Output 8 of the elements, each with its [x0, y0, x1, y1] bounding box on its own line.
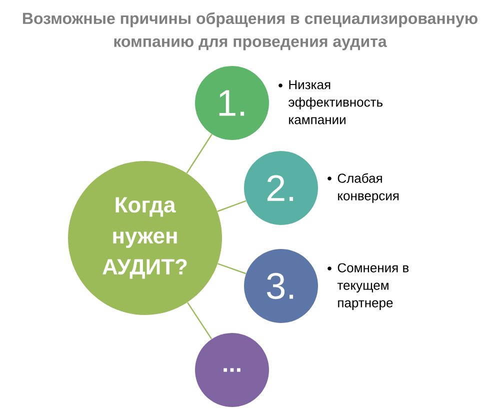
- list-item-text: Слабая конверсия: [338, 173, 399, 203]
- title: Возможные причины обращения в специализированную компанию для проведения аудита: [23, 12, 478, 50]
- connector-line: [217, 200, 246, 212]
- connector-line: [218, 263, 246, 274]
- list-item-text: Сомнения в текущем партнере: [337, 263, 409, 310]
- connector-line: [186, 302, 212, 340]
- list-item-text: Низкая эффективность кампании: [288, 80, 383, 124]
- connector-line: [186, 134, 212, 174]
